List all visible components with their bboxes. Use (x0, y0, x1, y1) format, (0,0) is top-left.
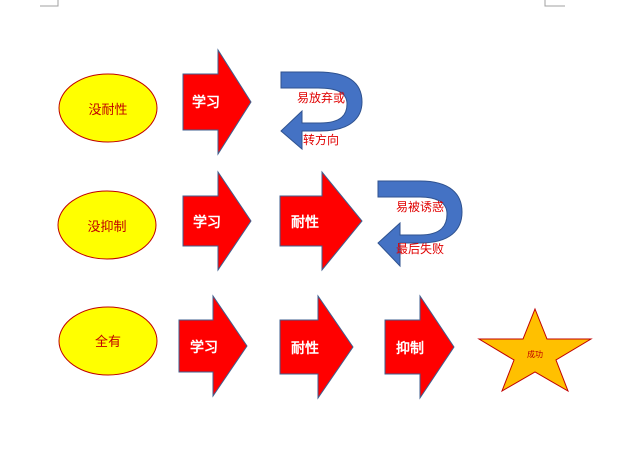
ellipse-label: 全有 (95, 334, 121, 350)
arrow-study (182, 170, 252, 272)
page-corner-mark-left (40, 0, 59, 7)
arrow-patience (279, 294, 354, 400)
curved-arrow-uturn (377, 180, 463, 268)
ellipse-all-traits (58, 306, 158, 376)
ellipse-label: 没耐性 (88, 103, 127, 118)
arrow-study (178, 294, 248, 398)
curved-arrow-bottom-label: 最后失败 (396, 241, 444, 256)
arrow-label: 抑制 (396, 340, 424, 357)
arrow-label: 耐性 (291, 340, 319, 357)
row-1: 没耐性 学习 易放弃或 转方向 (58, 48, 363, 156)
star-success (477, 307, 593, 393)
star-label: 成功 (527, 349, 543, 359)
arrow-label: 耐性 (291, 214, 319, 231)
arrow-label: 学习 (193, 214, 221, 231)
curved-arrow-top-label: 易放弃或 (297, 90, 345, 105)
arrow-label: 学习 (190, 339, 218, 356)
curved-arrow-bottom-label: 转方向 (303, 132, 339, 147)
ellipse-no-patience (58, 73, 158, 143)
ellipse-no-restraint (57, 190, 157, 260)
curved-arrow-uturn (280, 71, 363, 151)
page-corner-mark-right (544, 0, 565, 7)
ellipse-label: 没抑制 (87, 220, 126, 235)
arrow-patience (279, 170, 363, 272)
arrow-study (182, 48, 252, 156)
arrow-label: 学习 (192, 94, 220, 111)
row-2: 没抑制 学习 耐性 易被诱惑 最后失败 (57, 170, 463, 272)
arrow-restraint (384, 294, 455, 400)
curved-arrow-top-label: 易被诱惑 (396, 200, 444, 214)
row-3: 全有 学习 耐性 抑制 成功 (58, 294, 593, 400)
